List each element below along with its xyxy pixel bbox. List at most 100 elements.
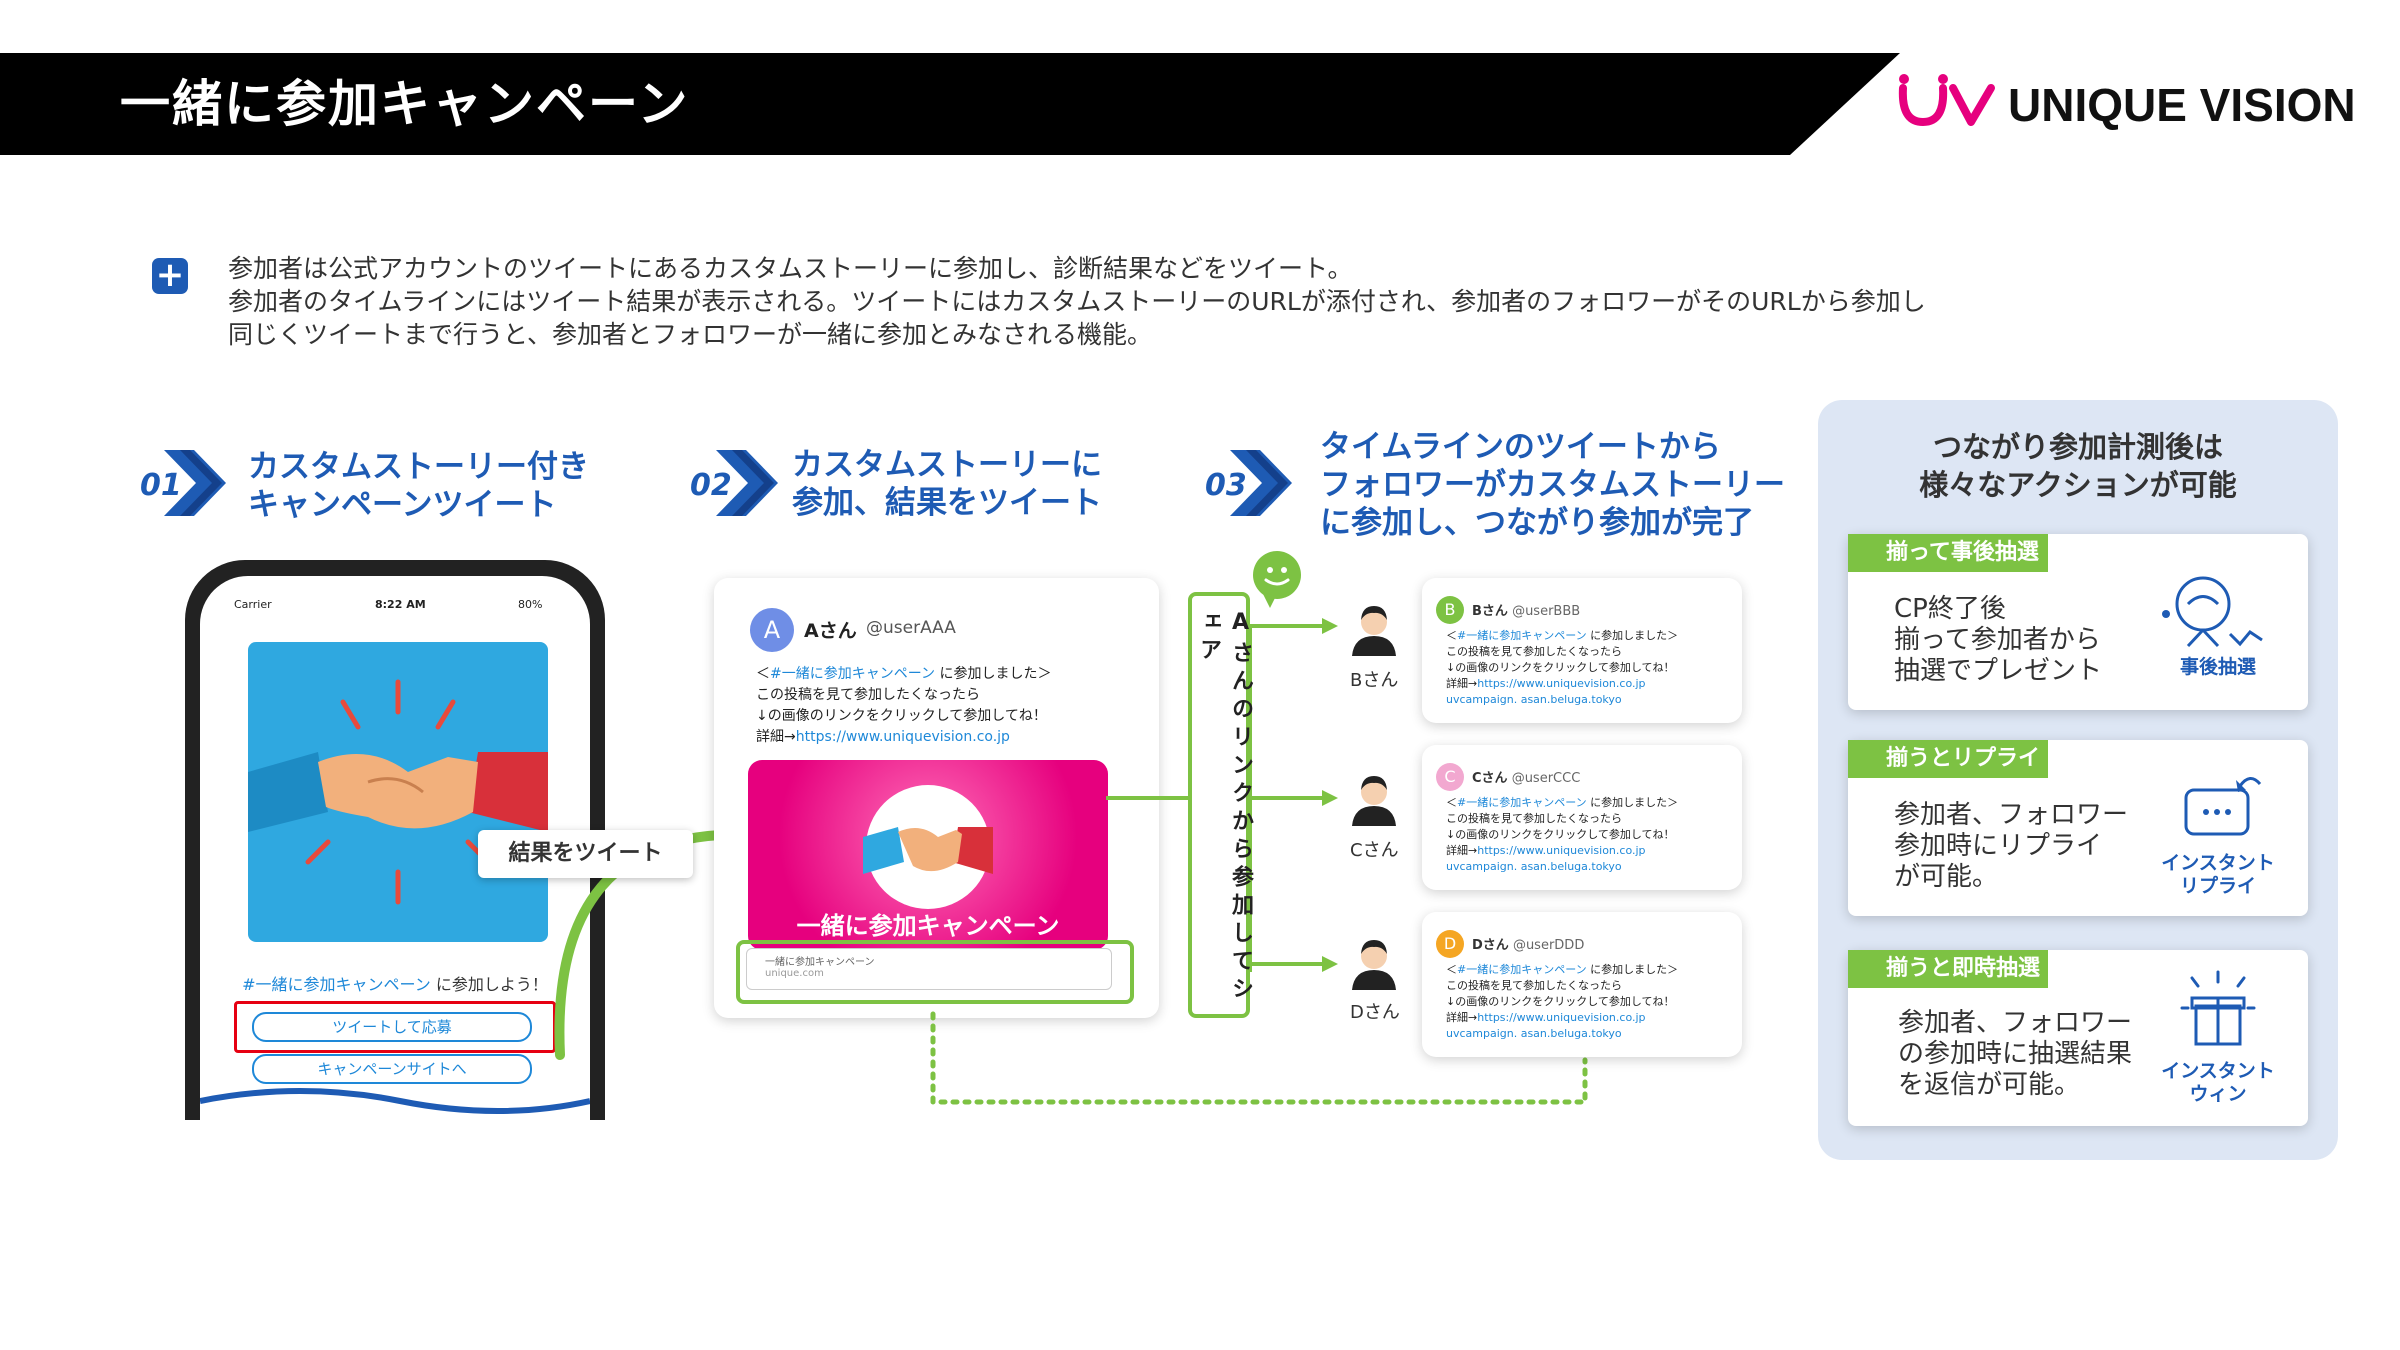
- tweet-a-line1: に参加しました＞: [939, 666, 1051, 682]
- step-1-title: カスタムストーリー付き キャンペーンツイート: [248, 448, 589, 524]
- result-tweet-bubble: 結果をツイート: [478, 830, 693, 878]
- tweet-d-text: ＜#一緒に参加キャンペーン に参加しました＞ この投稿を見て参加したくなったら …: [1446, 962, 1736, 1042]
- tweet-b-line2: この投稿を見て参加したくなったら: [1446, 644, 1736, 660]
- page-title: 一緒に参加キャンペーン: [120, 64, 690, 144]
- tweet-c-url[interactable]: https://www.uniquevision.co.jp: [1477, 844, 1645, 857]
- tweet-c-detail: 詳細→: [1446, 844, 1477, 857]
- action-card-instant-win: 揃うと即時抽選 参加者、フォロワー の参加時に抽選結果 を返信が可能。 インスタ…: [1848, 950, 2308, 1126]
- link-card[interactable]: 一緒に参加キャンペーン unique.com: [746, 948, 1112, 990]
- tweet-d-name: Dさん: [1472, 938, 1509, 953]
- tweet-card-b: B Bさん @userBBB ＜#一緒に参加キャンペーン に参加しました＞ この…: [1422, 578, 1742, 723]
- clock-label: 8:22 AM: [375, 598, 426, 611]
- share-box: Aさんのリンクから参加してシェア: [1188, 592, 1250, 1018]
- tweet-to-apply-button[interactable]: ツイートして応募: [252, 1012, 532, 1042]
- tweet-d-url2[interactable]: uvcampaign. asan.beluga.tokyo: [1446, 1026, 1736, 1042]
- action-body: 参加者、フォロワー 参加時にリプライ が可能。: [1894, 800, 2128, 893]
- tweet-c-line3: ↓の画像のリンクをクリックして参加してね！: [1446, 827, 1736, 843]
- step-1-number: 01: [140, 468, 182, 503]
- phone-join-label: に参加しよう！: [436, 975, 548, 994]
- tweet-b-bracket: ＜: [1446, 629, 1457, 642]
- plus-icon: +: [152, 258, 188, 294]
- action-tag: 揃うと即時抽選: [1848, 950, 2048, 988]
- tweet-a-handle: @userAAA: [866, 618, 956, 638]
- tweet-a-text: ＜#一緒に参加キャンペーン に参加しました＞ この投稿を見て参加したくなったら …: [756, 664, 1146, 748]
- tweet-c-text: ＜#一緒に参加キャンペーン に参加しました＞ この投稿を見て参加したくなったら …: [1446, 795, 1736, 875]
- tweet-c-hashtag[interactable]: #一緒に参加キャンペーン: [1457, 796, 1587, 809]
- campaign-image: [248, 642, 548, 942]
- tweet-d-handle: @userDDD: [1513, 938, 1584, 953]
- follower-b-label: Bさん: [1350, 666, 1398, 692]
- follower-c-label: Cさん: [1350, 836, 1399, 862]
- tweet-c-bracket: ＜: [1446, 796, 1457, 809]
- tweet-a-hashtag[interactable]: #一緒に参加キャンペーン: [770, 666, 935, 682]
- tweet-d-url[interactable]: https://www.uniquevision.co.jp: [1477, 1011, 1645, 1024]
- banner-handshake-icon: [858, 782, 998, 912]
- step-2-title: カスタムストーリーに 参加、結果をツイート: [792, 446, 1102, 522]
- avatar-a: A: [750, 608, 794, 652]
- share-label: Aさんのリンクから参加してシェア: [1192, 610, 1256, 1014]
- tweet-b-url[interactable]: https://www.uniquevision.co.jp: [1477, 677, 1645, 690]
- step-3-number: 03: [1205, 468, 1247, 503]
- tweet-a-line3: ↓の画像のリンクをクリックして参加してね！: [756, 706, 1146, 727]
- reply-icon: [2168, 762, 2268, 852]
- tweet-c-handle: @userCCC: [1512, 771, 1581, 786]
- action-card-reply: 揃うとリプライ 参加者、フォロワー 参加時にリプライ が可能。 インスタント リ…: [1848, 740, 2308, 916]
- tweet-b-hashtag[interactable]: #一緒に参加キャンペーン: [1457, 629, 1587, 642]
- tweet-c-name: Cさん: [1472, 771, 1508, 786]
- tweet-b-handle: @userBBB: [1512, 604, 1580, 619]
- intro-text: 参加者は公式アカウントのツイートにあるカスタムストーリーに参加し、診断結果などを…: [228, 252, 2128, 351]
- intro-line: 同じくツイートまで行うと、参加者とフォロワーが一緒に参加とみなされる機能。: [228, 318, 2128, 351]
- handshake-icon: [248, 642, 548, 942]
- action-body: CP終了後 揃って参加者から 抽選でプレゼント: [1894, 594, 2102, 687]
- tweet-b-line3: ↓の画像のリンクをクリックして参加してね！: [1446, 660, 1736, 676]
- brand-name: UNIQUE VISION: [2008, 78, 2356, 132]
- action-body: 参加者、フォロワー の参加時に抽選結果 を返信が可能。: [1898, 1008, 2132, 1101]
- tweet-d-detail: 詳細→: [1446, 1011, 1477, 1024]
- banner-title: 一緒に参加キャンペーン: [748, 906, 1108, 941]
- action-tag: 揃って事後抽選: [1848, 534, 2048, 572]
- tweet-d-hashtag[interactable]: #一緒に参加キャンペーン: [1457, 963, 1587, 976]
- tweet-b-detail: 詳細→: [1446, 677, 1477, 690]
- phone-hashtag[interactable]: #一緒に参加キャンペーン: [242, 975, 431, 994]
- person-d-icon: [1346, 934, 1402, 990]
- battery-label: 80%: [518, 598, 542, 611]
- gift-icon: [2178, 968, 2258, 1058]
- tweet-a-name: Aさん: [804, 616, 857, 643]
- person-b-icon: [1346, 600, 1402, 656]
- tweet-a-banner[interactable]: 一緒に参加キャンペーン: [748, 760, 1108, 950]
- campaign-site-button[interactable]: キャンペーンサイトへ: [252, 1054, 532, 1084]
- link-card-domain: unique.com: [747, 968, 1111, 979]
- avatar-c: C: [1436, 763, 1464, 791]
- tweet-b-text: ＜#一緒に参加キャンペーン に参加しました＞ この投稿を見て参加したくなったら …: [1446, 628, 1736, 708]
- tweet-card-d: D Dさん @userDDD ＜#一緒に参加キャンペーン に参加しました＞ この…: [1422, 912, 1742, 1057]
- tweet-card-c: C Cさん @userCCC ＜#一緒に参加キャンペーン に参加しました＞ この…: [1422, 745, 1742, 890]
- tweet-c-url2[interactable]: uvcampaign. asan.beluga.tokyo: [1446, 859, 1736, 875]
- avatar-b: B: [1436, 596, 1464, 624]
- action-card-lottery: 揃って事後抽選 CP終了後 揃って参加者から 抽選でプレゼント 事後抽選: [1848, 534, 2308, 710]
- action-label: 事後抽選: [2148, 656, 2288, 679]
- action-label: インスタント ウィン: [2148, 1060, 2288, 1106]
- tweet-d-line3: ↓の画像のリンクをクリックして参加してね！: [1446, 994, 1736, 1010]
- tweet-a-url[interactable]: https://www.uniquevision.co.jp: [796, 729, 1010, 745]
- tweet-b-line1: に参加しました＞: [1590, 629, 1678, 642]
- follower-d-label: Dさん: [1350, 998, 1400, 1024]
- phone-wave-decoration: [200, 1081, 590, 1120]
- tweet-b-url2[interactable]: uvcampaign. asan.beluga.tokyo: [1446, 692, 1736, 708]
- panel-title: つながり参加計測後は 様々なアクションが可能: [1818, 428, 2338, 504]
- step-2-number: 02: [690, 468, 732, 503]
- phone-join-text: #一緒に参加キャンペーン に参加しよう！: [200, 971, 590, 995]
- logo-mark-icon: [1895, 70, 2001, 132]
- tweet-b-name: Bさん: [1472, 604, 1508, 619]
- tweet-d-bracket: ＜: [1446, 963, 1457, 976]
- tweet-a-bracket: ＜: [756, 666, 770, 682]
- lottery-icon: [2158, 564, 2278, 654]
- tweet-a-line2: この投稿を見て参加したくなったら: [756, 685, 1146, 706]
- tweet-c-line2: この投稿を見て参加したくなったら: [1446, 811, 1736, 827]
- avatar-d: D: [1436, 930, 1464, 958]
- smile-icon: [1250, 548, 1304, 608]
- tweet-d-line2: この投稿を見て参加したくなったら: [1446, 978, 1736, 994]
- person-c-icon: [1346, 770, 1402, 826]
- tweet-d-line1: に参加しました＞: [1590, 963, 1678, 976]
- carrier-label: Carrier: [234, 598, 272, 611]
- intro-line: 参加者は公式アカウントのツイートにあるカスタムストーリーに参加し、診断結果などを…: [228, 252, 2128, 285]
